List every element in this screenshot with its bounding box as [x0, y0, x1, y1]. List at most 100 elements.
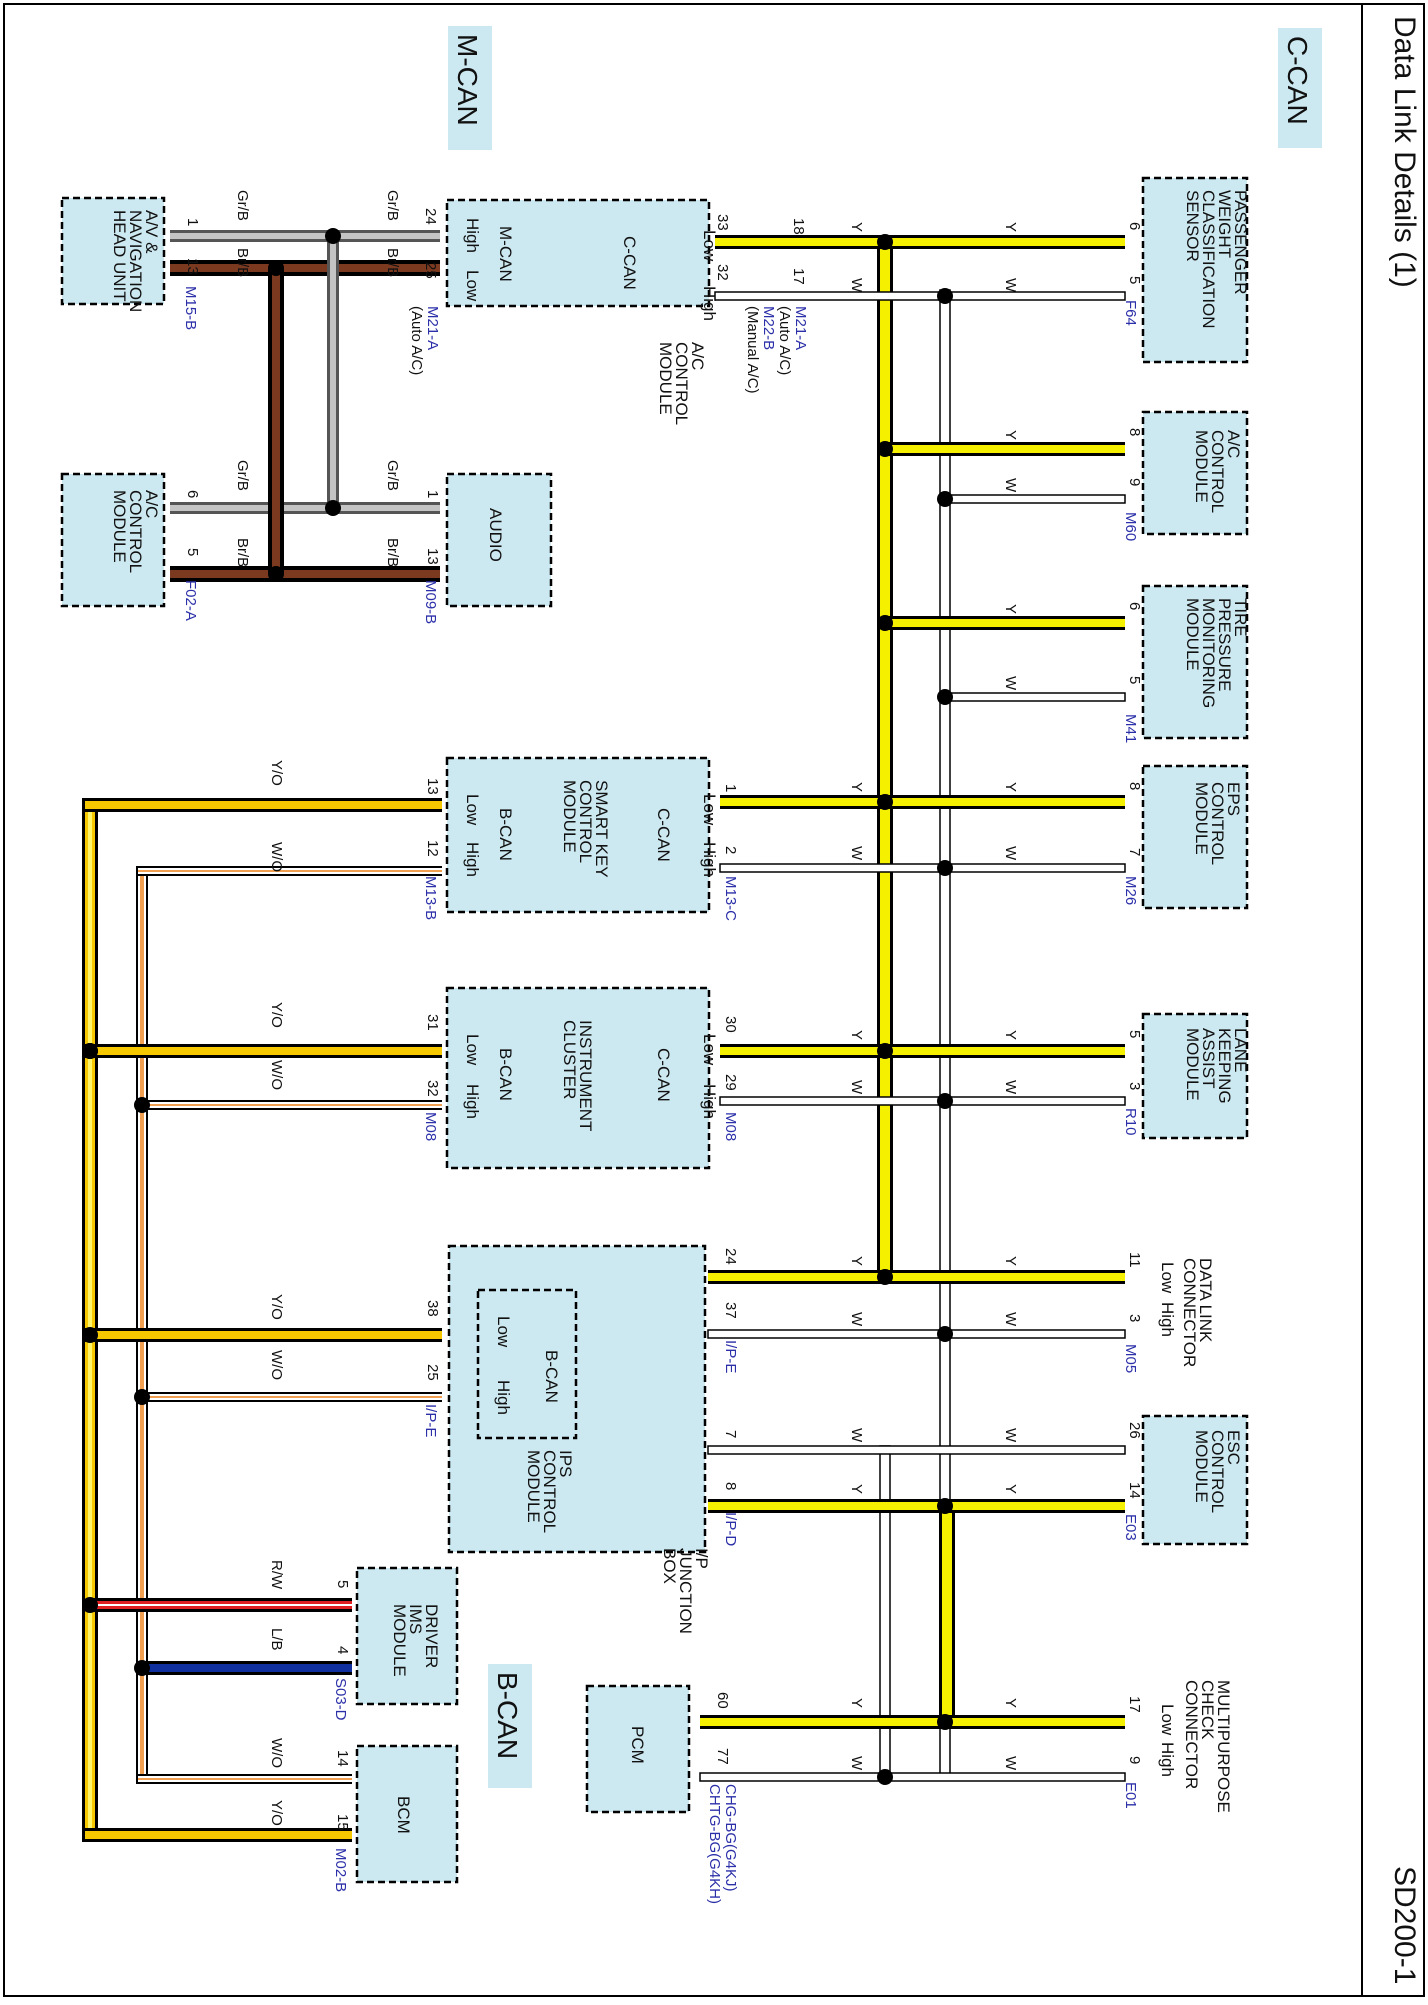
label-text: 9: [1126, 1756, 1143, 1764]
label-text: Y: [1002, 782, 1019, 792]
dlc-low: Low: [1158, 1262, 1177, 1294]
label-text: R/W: [268, 1560, 285, 1590]
cluster-bhigh: High: [463, 1084, 482, 1119]
label-text: W: [1002, 1428, 1019, 1443]
smart-key-high: High: [700, 842, 719, 877]
label-text: 14: [1126, 1482, 1143, 1499]
label-text: 24: [422, 208, 439, 225]
page-title: Data Link Details (1): [1388, 16, 1421, 288]
ims-name-2: IMS: [406, 1604, 425, 1634]
module-labels: PASSENGER WEIGHT CLASSIFICATION SENSOR A…: [110, 190, 1250, 1834]
ims-box: [355, 1566, 459, 1706]
eps-box: [1141, 764, 1249, 910]
bcm-box: [355, 1744, 459, 1884]
dlc-name-2: CONNECTOR: [1180, 1258, 1199, 1367]
label-text: M26: [1122, 876, 1139, 905]
pcm-name: PCM: [628, 1726, 647, 1764]
tpms-name-3: MONITORING: [1199, 598, 1218, 708]
label-text: 3: [1126, 1082, 1143, 1090]
label-text: 17: [1126, 1696, 1143, 1713]
dlc-high: High: [1158, 1302, 1177, 1337]
label-text: M22-B: [760, 306, 777, 350]
pcm-box: [585, 1684, 691, 1814]
label-text: M09-B: [422, 580, 439, 624]
smart-key-name-3: MODULE: [560, 780, 579, 853]
label-text: M60: [1122, 512, 1139, 541]
smart-key-low: Low: [700, 794, 719, 826]
connector-ids: F64 M60 M41 M26 R10 M05 E03 E01 M21-A (A…: [182, 286, 1139, 1904]
cluster-high: High: [700, 1084, 719, 1119]
label-text: CHTG-BG(G4KH): [706, 1784, 723, 1904]
label-text: 32: [424, 1080, 441, 1097]
ips-bcan: B-CAN: [542, 1350, 561, 1403]
ac-center-mlow: Low: [463, 270, 482, 302]
label-text: W: [1002, 1312, 1019, 1327]
b-can-label: B-CAN: [492, 1672, 523, 1759]
eps-name-2: CONTROL: [1208, 782, 1227, 865]
label-text: Y: [848, 1030, 865, 1040]
lka-name-2: KEEPING: [1215, 1028, 1234, 1104]
label-text: Gr/B: [384, 460, 401, 491]
label-text: 7: [1126, 848, 1143, 856]
c-can-wires: [699, 234, 1126, 1785]
label-text: Y: [1002, 1484, 1019, 1494]
label-text: W: [1002, 1756, 1019, 1771]
label-text: (Manual A/C): [744, 306, 761, 394]
label-text: F02-A: [182, 580, 199, 621]
label-text: W: [848, 278, 865, 293]
av-head-unit-box: [60, 196, 166, 306]
ipjb-2: JUNCTION: [676, 1548, 695, 1634]
lka-name-4: MODULE: [1183, 1028, 1202, 1101]
label-text: Y: [848, 782, 865, 792]
m-can-label-bg: [448, 26, 492, 150]
ac-module-left-box: [60, 472, 166, 608]
ac-right-name-1: A/C: [1224, 430, 1243, 458]
audio-box: [445, 472, 553, 608]
label-text: E03: [1122, 1514, 1139, 1541]
low-high-labels: Low High High Low Low High Low High Low …: [463, 218, 1177, 1777]
label-text: I/P-D: [722, 1512, 739, 1546]
label-text: Gr/B: [234, 460, 251, 491]
tpms-box: [1141, 584, 1249, 740]
label-text: 6: [1126, 222, 1143, 230]
label-text: 2: [722, 846, 739, 854]
label-text: 12: [424, 840, 441, 857]
c-can-low-branch: [942, 1500, 952, 1728]
label-text: 5: [184, 548, 201, 556]
ims-name-3: MODULE: [390, 1604, 409, 1677]
cluster-box: [445, 986, 711, 1170]
label-text: 38: [424, 1300, 441, 1317]
label-text: Y: [848, 222, 865, 232]
lka-name-3: ASSIST: [1199, 1028, 1218, 1088]
ips-blow: Low: [494, 1316, 513, 1348]
label-text: (Auto A/C): [408, 306, 425, 375]
mpcc-name-1: MULTIPURPOSE: [1214, 1680, 1233, 1813]
label-text: Y/O: [268, 760, 285, 786]
eps-name-1: EPS: [1224, 782, 1243, 816]
label-text: 37: [722, 1302, 739, 1319]
esc-name-3: MODULE: [1192, 1430, 1211, 1503]
label-text: Y: [848, 1484, 865, 1494]
label-text: 13: [424, 778, 441, 795]
label-text: Y: [1002, 222, 1019, 232]
label-text: 11: [1126, 1252, 1143, 1268]
label-text: W: [848, 1312, 865, 1327]
label-text: 13: [184, 258, 201, 275]
label-text: 8: [722, 1482, 739, 1490]
label-text: 25: [424, 1364, 441, 1381]
m-can-wires: [170, 228, 440, 582]
label-text: 5: [1126, 1030, 1143, 1038]
smart-key-name-1: SMART KEY: [592, 780, 611, 878]
av-name-1: A/V &: [142, 210, 161, 254]
lka-name-1: LANE: [1231, 1028, 1250, 1072]
lka-box: [1141, 1012, 1249, 1140]
label-text: I/P-E: [422, 1404, 439, 1437]
mpcc-name-3: CONNECTOR: [1182, 1680, 1201, 1789]
esc-name-2: CONTROL: [1208, 1430, 1227, 1513]
label-text: 14: [334, 1750, 351, 1767]
smart-key-ccan: C-CAN: [654, 808, 673, 862]
c-can-high-horizontals: [699, 291, 1126, 1782]
mpcc-high: High: [1158, 1742, 1177, 1777]
label-text: Y: [848, 1256, 865, 1266]
